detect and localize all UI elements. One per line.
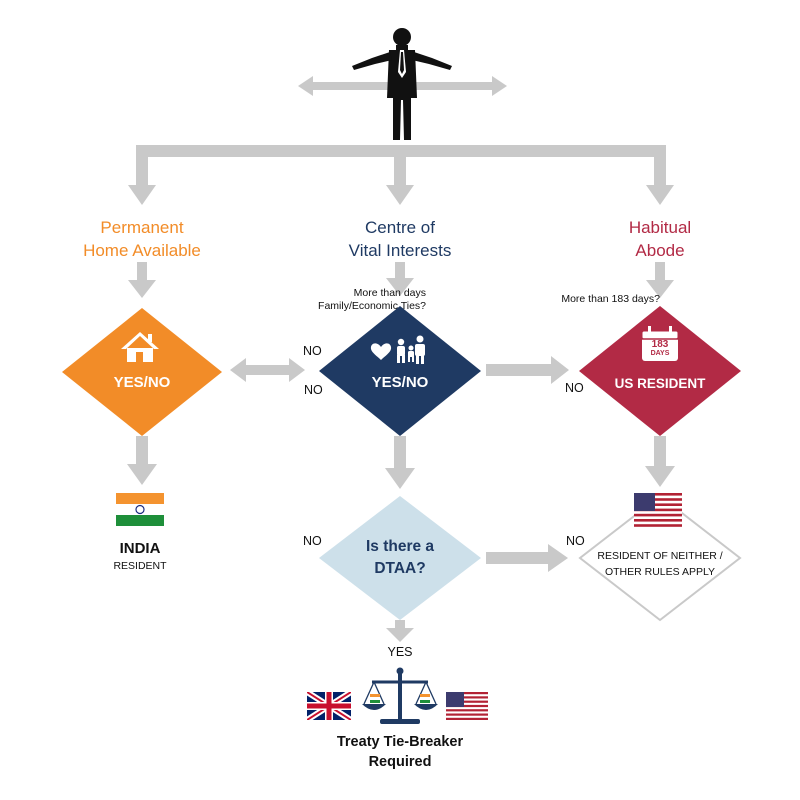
vital-diamond[interactable] — [319, 306, 481, 436]
india-resident-title: INDIA — [119, 540, 161, 557]
header-vital-interests-line2: Vital Interests — [348, 241, 452, 260]
neither-diamond-label: RESIDENT OF NEITHER / OTHER RULES APPLY — [590, 548, 730, 580]
dtaa-line2: DTAA? — [374, 560, 426, 577]
person-icon — [352, 28, 452, 140]
us-diamond-label: US RESIDENT — [614, 376, 706, 391]
vital-question-line2: Family/Economic Ties? — [318, 300, 426, 312]
arrow-abode-header-to-diamond — [646, 262, 674, 298]
arrow-home-header-to-diamond — [128, 262, 156, 298]
india-resident-sub: RESIDENT — [113, 560, 167, 572]
vital-question-line1: More than days — [353, 287, 426, 299]
home-diamond[interactable] — [62, 308, 222, 436]
abode-question-note: More than 183 days? — [561, 293, 660, 305]
house-icon — [121, 332, 159, 362]
uk-flag-icon — [307, 692, 351, 720]
outcome-line2: Required — [368, 754, 432, 770]
label-no-vital-in: NO — [303, 344, 322, 358]
dtaa-diamond[interactable] — [319, 496, 481, 620]
label-no-us: NO — [565, 381, 584, 395]
header-habitual-abode-line2: Abode — [635, 241, 685, 260]
header-vital-interests-line1: Centre of — [365, 218, 435, 237]
india-flag-icon — [116, 493, 164, 526]
arrow-vital-header-to-diamond — [386, 262, 414, 296]
neither-line2: OTHER RULES APPLY — [604, 566, 716, 578]
dtaa-to-yes-arrow — [386, 620, 414, 642]
family-heart-icon — [370, 335, 425, 364]
us-to-flag-arrow — [645, 436, 675, 487]
connectors — [127, 76, 675, 642]
outcome-label: Treaty Tie-Breaker Required — [300, 732, 500, 772]
header-vital-interests: Centre of Vital Interests — [300, 216, 500, 262]
dtaa-line1: Is there a — [365, 538, 435, 555]
neither-diamond[interactable] — [578, 494, 742, 622]
vital-to-dtaa-arrow — [385, 436, 415, 489]
neither-line1: RESIDENT OF NEITHER / — [597, 550, 723, 562]
drop-arrow-center — [386, 145, 414, 205]
header-permanent-home-line1: Permanent — [100, 218, 184, 237]
home-to-india-arrow — [127, 436, 157, 485]
calendar-icon — [641, 326, 679, 361]
home-vital-double-arrow — [230, 358, 305, 382]
vital-to-us-arrow — [486, 356, 569, 384]
header-habitual-abode-line1: Habitual — [628, 218, 692, 237]
calendar-unit: DAYS — [650, 350, 670, 357]
header-habitual-abode: Habitual Abode — [580, 216, 740, 262]
outcome-line1: Treaty Tie-Breaker — [336, 734, 464, 750]
header-permanent-home: Permanent Home Available — [40, 216, 244, 262]
home-diamond-label: YES/NO — [113, 374, 171, 391]
label-no-dtaa: NO — [303, 534, 322, 548]
scales-icon — [362, 667, 438, 724]
label-yes: YES — [387, 645, 413, 659]
us-flag-icon — [634, 493, 682, 527]
label-no-vital-out: NO — [304, 383, 323, 397]
drop-arrow-left — [128, 145, 156, 205]
header-permanent-home-line2: Home Available — [83, 241, 201, 260]
vital-diamond-label: YES/NO — [371, 374, 429, 391]
us-flag-small-icon — [446, 692, 488, 720]
dtaa-to-neither-arrow — [486, 544, 568, 572]
us-diamond[interactable] — [579, 306, 741, 436]
dtaa-diamond-label: Is there a DTAA? — [340, 536, 460, 580]
drop-arrow-right — [646, 145, 674, 205]
label-no-neither: NO — [566, 534, 585, 548]
calendar-number: 183 — [651, 339, 669, 350]
vital-question-note: More than days Family/Economic Ties? — [276, 287, 426, 313]
